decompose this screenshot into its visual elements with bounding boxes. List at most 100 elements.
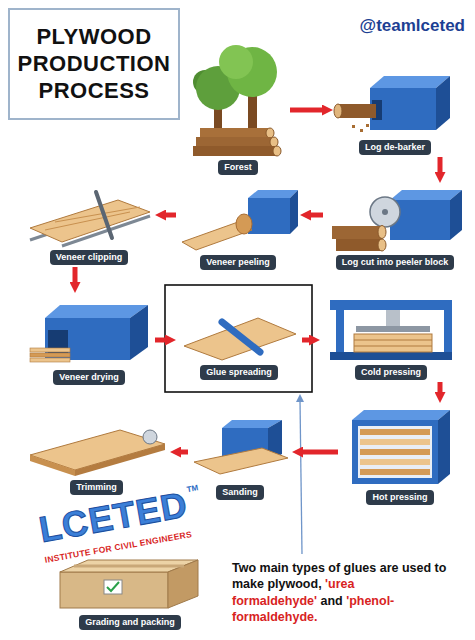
forest-illustration [200, 128, 270, 138]
clipping-table [30, 200, 150, 242]
packing-box [107, 582, 119, 591]
log-cutting-machine [378, 239, 386, 251]
log-cutting-machine [450, 190, 462, 240]
debarker-machine [360, 129, 363, 132]
cold-press [336, 300, 344, 356]
process-step: Cold pressing [322, 292, 460, 380]
flow-arrow [438, 157, 443, 172]
sanding-machine [194, 420, 288, 474]
hot-press [360, 429, 430, 435]
title-box: PLYWOOD PRODUCTION PROCESS [8, 8, 180, 120]
diagram-title: PLYWOOD PRODUCTION PROCESS [16, 24, 172, 104]
log-cutting-machine [390, 190, 462, 200]
step-label: Glue spreading [200, 365, 278, 380]
peeling-machine [290, 190, 298, 234]
drying-tunnel [130, 305, 148, 360]
handle-area: @teamlceted [285, 16, 465, 36]
hot-press [352, 410, 450, 420]
step-label: Veneer peeling [200, 255, 276, 270]
peeling-machine [248, 190, 298, 198]
log-cutting-machine [336, 239, 382, 251]
cold-press [330, 300, 452, 360]
log-cutting-machine [378, 226, 386, 239]
glue-spreader [184, 318, 296, 360]
hot-press [360, 469, 430, 475]
leader-line [296, 394, 304, 554]
cold-press [386, 310, 400, 326]
hot-press [360, 449, 430, 455]
process-step: Veneer clipping [25, 180, 153, 265]
flow-arrow [166, 213, 176, 218]
process-step: Log cut into peeler block [325, 185, 465, 270]
step-label: Veneer drying [53, 370, 125, 385]
process-step: Veneer peeling [178, 185, 298, 270]
note-text: and [320, 594, 342, 608]
flow-arrow [290, 108, 322, 113]
packing-box [60, 572, 168, 608]
step-label: Cold pressing [355, 365, 427, 380]
drying-tunnel [30, 353, 70, 357]
flow-arrow [73, 267, 78, 282]
debarker-machine [366, 124, 369, 127]
cold-press [354, 340, 432, 341]
log-cutting-machine [382, 209, 388, 215]
leader-line [296, 394, 304, 402]
flow-arrow [303, 450, 338, 455]
process-step: Grading and packing [45, 550, 215, 630]
clipping-table [30, 192, 150, 246]
step-label: Grading and packing [79, 615, 181, 630]
note: Two main types of glues are used to make… [232, 560, 468, 625]
trimming-table [75, 444, 165, 476]
cold-press [330, 300, 452, 310]
step-label: Sanding [216, 485, 264, 500]
hot-press [352, 420, 438, 484]
hot-press [360, 459, 430, 465]
forest-illustration [270, 137, 278, 147]
drying-tunnel [30, 358, 70, 362]
flow-arrow [181, 450, 188, 455]
packing-box [74, 565, 184, 568]
packing-box [104, 580, 122, 594]
process-step: Log de-barker [335, 62, 455, 155]
flow-arrow [155, 338, 165, 343]
clipping-table [45, 212, 130, 230]
drying-tunnel [45, 305, 148, 318]
glue-spreader [222, 322, 260, 352]
peeling-machine [182, 190, 298, 250]
peeling-machine [248, 198, 290, 234]
social-handle: @teamlceted [360, 16, 465, 35]
log-cutting-machine [332, 190, 462, 251]
drying-tunnel [30, 348, 70, 352]
flow-arrow [311, 213, 323, 218]
hot-press [360, 439, 430, 445]
process-step: Sanding [190, 415, 290, 500]
cold-press [354, 346, 432, 347]
process-step: Veneer drying [25, 295, 153, 385]
hot-press [438, 410, 450, 484]
leader-line [300, 400, 302, 554]
debarker-machine [352, 125, 355, 128]
log-cutting-machine [370, 197, 400, 227]
step-label: Veneer clipping [50, 250, 129, 265]
hot-press [358, 426, 432, 478]
cold-press [444, 300, 452, 356]
debarker-machine [338, 104, 376, 118]
sanding-machine [194, 448, 288, 474]
clipping-table [55, 207, 140, 222]
debarker-machine [334, 76, 450, 132]
step-label: Forest [218, 160, 258, 175]
log-cutting-machine [332, 226, 382, 239]
flow-arrow [302, 338, 309, 343]
forest-illustration [273, 146, 281, 156]
hot-press [352, 410, 450, 484]
trimming-table [143, 430, 157, 444]
step-label: Log cut into peeler block [336, 255, 455, 270]
trademark-mark: TM [186, 483, 199, 494]
trimming-table [30, 455, 75, 476]
step-label: Log de-barker [359, 140, 431, 155]
drying-tunnel [30, 305, 148, 362]
cold-press [330, 352, 452, 360]
forest-illustration [219, 45, 253, 79]
glue-spreader [184, 318, 296, 360]
packing-box [60, 560, 198, 608]
